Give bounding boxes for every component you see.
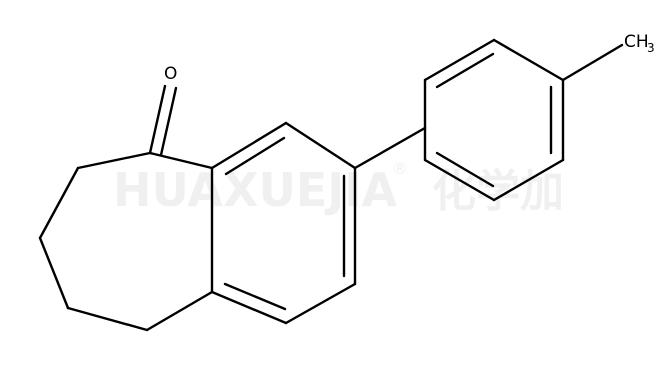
tolyl-bond-2 [423,38,496,82]
methyl-group-label: CH 3 [624,32,655,55]
tolyl-bond-6-inner [435,151,495,188]
tolyl-bond-5 [492,158,565,202]
benzo-bond-c4a-c4-inner [224,136,286,176]
tolyl-bond-6 [423,158,496,202]
ring7-bond-c5-c6 [76,151,152,170]
bond-layer [38,38,624,332]
watermark: HUAXUEJIA ® 化学加 [113,159,564,217]
tolyl-bond-2-inner [435,52,495,89]
tolyl-bond-3 [492,38,565,82]
ring7-bond-c4a-c5 [148,151,214,170]
methyl-label-subscript: 3 [647,41,655,55]
methyl-label-ch: CH [624,32,649,52]
biaryl-bond [353,126,427,170]
ring7-bond-c9-c9a [145,290,214,332]
watermark-chinese: 化学加 [432,166,564,217]
ring7-bond-c6-c7 [38,166,80,240]
watermark-registered-mark: ® [392,159,408,178]
benzo-bond-c2-c1 [284,282,357,325]
benzo-bond-c1-c9a-inner [223,282,287,311]
benzo-bond-c4a-c4 [210,121,288,170]
oxygen-atom-label: O [164,64,177,84]
carbonyl-bond-1 [148,84,167,155]
benzo-bond-c4-c3 [284,121,357,170]
ring7-bond-c7-c8 [38,236,70,310]
benzo-bond-c1-c9a [210,290,288,325]
carbonyl-bond-2 [159,86,178,157]
ring7-bond-c8-c9 [66,306,149,332]
watermark-latin: HUAXUEJIA [113,163,398,217]
methyl-bond [561,43,624,82]
